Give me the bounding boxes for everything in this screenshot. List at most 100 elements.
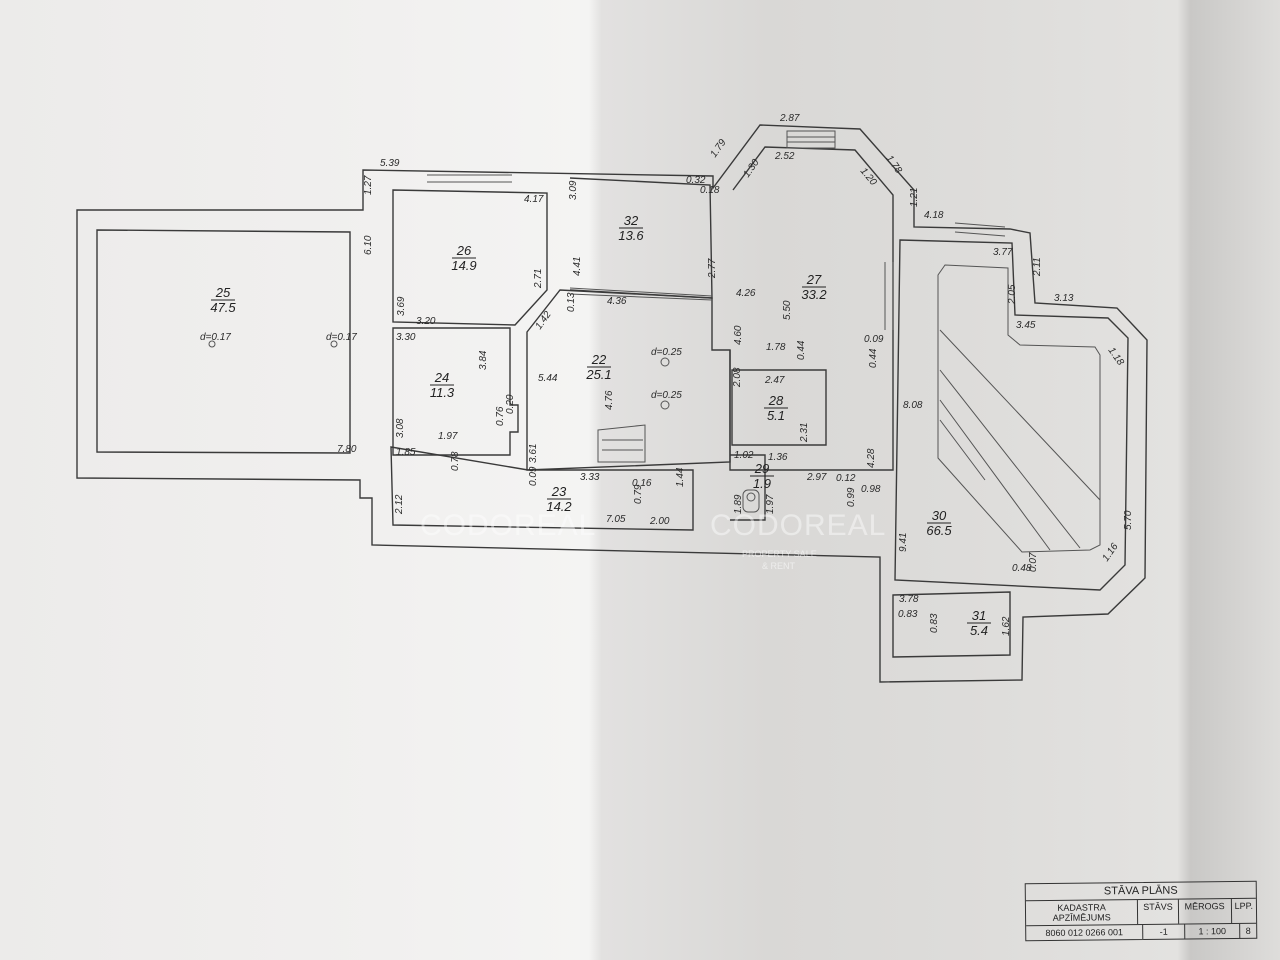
room-number: 32 — [624, 213, 639, 228]
room-26-wall — [392, 189, 548, 326]
dimension-label: 3.84 — [478, 350, 489, 370]
value-page: 8 — [1245, 925, 1251, 936]
dimension-label: 0.20 — [505, 394, 516, 414]
dimension-label: 0.83 — [898, 609, 918, 620]
dimension-label: 8.08 — [903, 400, 923, 411]
dimension-label: 5.44 — [538, 373, 558, 384]
title-block: STĀVA PLĀNS KADASTRA APZĪMĒJUMS STĀVS MĒ… — [1024, 880, 1258, 942]
dimension-label: 1.20 — [858, 166, 879, 188]
dimension-label: 4.36 — [607, 296, 627, 307]
dimension-label: d=0.17 — [200, 332, 231, 343]
outer-wall — [76, 124, 1148, 683]
value-floor: -1 — [1143, 924, 1186, 939]
drain-icon — [330, 340, 338, 348]
dimension-label: 0.99 — [846, 487, 857, 507]
watermark: CODOREAL CODOREAL PROPERTY SALE & RENT — [420, 509, 886, 571]
dimension-label: 1.36 — [768, 452, 788, 463]
dimension-label: 3.78 — [899, 594, 919, 605]
dimension-label: 1.44 — [675, 467, 686, 487]
dimension-label: 3.13 — [1054, 293, 1074, 304]
dimension-label: 5.50 — [782, 300, 793, 320]
dimension-label: 2.71 — [533, 269, 544, 289]
drain-icon — [208, 340, 216, 348]
dimension-label: 2.12 — [394, 494, 405, 515]
room-number: 26 — [456, 243, 472, 258]
dimension-label: 9.41 — [898, 533, 909, 552]
dimension-label: 2.08 — [732, 367, 743, 388]
dimension-label: 2.00 — [649, 516, 670, 527]
dimension-label: 0.76 — [495, 406, 506, 426]
dimension-label: 3.30 — [396, 332, 416, 343]
header-cadastre: KADASTRA APZĪMĒJUMS — [1025, 900, 1139, 926]
dimension-label: 1.16 — [1100, 541, 1120, 564]
room-area: 47.5 — [210, 300, 236, 315]
room-number: 24 — [434, 370, 449, 385]
title-block-headers: KADASTRA APZĪMĒJUMS STĀVS MĒROGS LPP. — [1025, 898, 1257, 927]
watermark-brand: CODOREAL — [710, 509, 886, 542]
dimension-label: 2.52 — [774, 151, 795, 162]
room-29-wall — [730, 454, 766, 521]
dimension-label: 1.97 — [765, 494, 776, 514]
dimension-label: 3.77 — [993, 247, 1013, 258]
dimension-label: 0.16 — [632, 478, 652, 489]
dimension-label: 4.28 — [866, 448, 877, 468]
dimension-label: 5.39 — [380, 158, 400, 169]
toilet-icon — [742, 489, 760, 513]
room-area: 25.1 — [585, 367, 611, 382]
stair-treads-top — [427, 130, 1006, 237]
dimension-label: 2.77 — [707, 258, 718, 279]
dimension-label: 1.42 — [533, 309, 553, 332]
room-23-wall — [390, 446, 694, 531]
header-scale: MĒROGS — [1178, 899, 1232, 924]
watermark-tagline: PROPERTY SALE — [742, 549, 817, 559]
stairs — [597, 424, 646, 463]
value-cadastre: 8060 012 0266 001 — [1026, 924, 1144, 941]
watermark-tagline: & RENT — [762, 561, 796, 571]
room-number: 30 — [932, 508, 947, 523]
dimension-label: 1.78 — [884, 153, 904, 176]
dimension-label: 0.44 — [868, 348, 879, 368]
dimension-label: 1.62 — [1001, 616, 1012, 636]
room-number: 23 — [551, 484, 567, 499]
dimension-label: 3.08 — [395, 418, 406, 438]
dimension-label: 3.20 — [416, 316, 436, 327]
room-area: 13.6 — [618, 228, 644, 243]
dimension-label: 2.11 — [1032, 257, 1043, 277]
room-number: 29 — [754, 461, 769, 476]
dimension-label: 1.27 — [363, 175, 374, 195]
room-area: 14.2 — [546, 499, 572, 514]
dimension-label: 0.12 — [836, 473, 856, 484]
dimension-label: d=0.25 — [651, 390, 682, 401]
dimension-label: 0.98 — [861, 484, 881, 495]
dimension-label: 7.80 — [337, 444, 357, 455]
header-floor: STĀVS — [1138, 899, 1179, 925]
dimension-label: 0.48 — [1012, 563, 1032, 574]
dimension-label: 0.09 — [528, 466, 539, 486]
dimension-label: 1.02 — [734, 450, 754, 461]
dimension-label: 5.70 — [1123, 510, 1134, 530]
room-number: 25 — [215, 285, 231, 300]
walls — [76, 124, 1148, 683]
dimension-label: 4.17 — [524, 194, 544, 205]
dimension-label: 1.78 — [766, 342, 786, 353]
dimension-label: 2.31 — [799, 423, 810, 443]
dimension-label: d=0.25 — [651, 347, 682, 358]
watermark-brand: CODOREAL — [420, 509, 596, 542]
window-marks — [569, 262, 894, 330]
dimension-label: 1.30 — [741, 157, 761, 180]
drain-icon — [660, 400, 670, 410]
dimension-label: 0.09 — [864, 334, 884, 345]
header-page: LPP. — [1234, 900, 1254, 912]
room-area: 66.5 — [926, 523, 952, 538]
room-area: 5.4 — [970, 623, 988, 638]
dimension-label: d=0.17 — [326, 332, 357, 343]
dimension-label: 3.45 — [1016, 320, 1036, 331]
drain-icon — [660, 357, 670, 367]
dimension-label: 0.83 — [929, 613, 940, 633]
pool-outline — [937, 264, 1101, 553]
dimension-label: 1.85 — [396, 447, 416, 458]
room-area: 11.3 — [430, 385, 455, 400]
value-scale: 1 : 100 — [1185, 923, 1241, 939]
room-number: 22 — [591, 352, 607, 367]
